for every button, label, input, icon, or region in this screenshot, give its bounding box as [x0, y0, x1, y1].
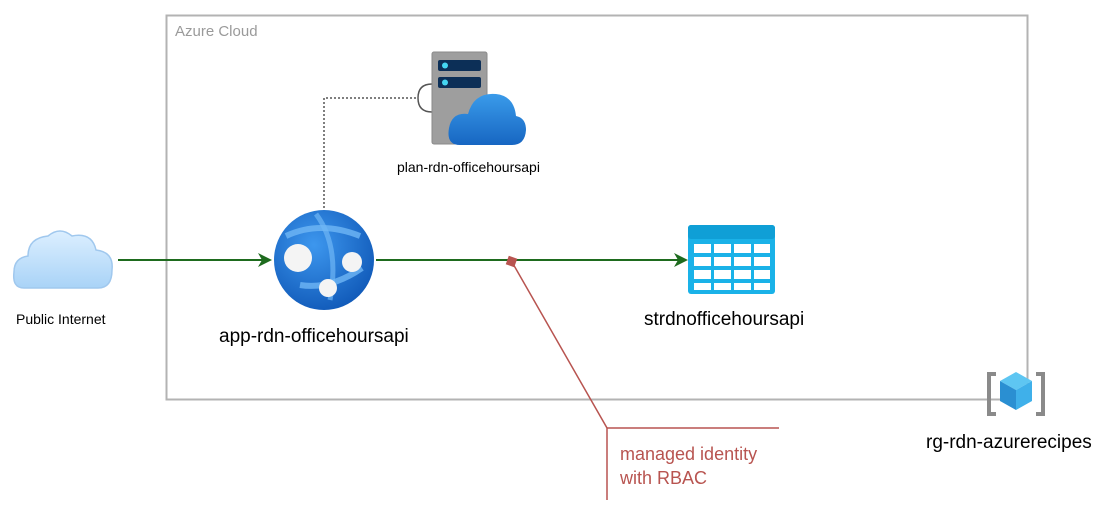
plan-connector-line — [323, 97, 418, 208]
arrow-app-to-storage — [376, 253, 688, 267]
azure-cloud-title: Azure Cloud — [175, 23, 258, 40]
storage-table-icon — [688, 225, 775, 294]
web-app-label: app-rdn-officehoursapi — [219, 326, 409, 347]
azure-cloud-container — [165, 14, 1029, 401]
arrow-internet-to-app — [118, 253, 272, 267]
public-internet-cloud-icon — [12, 230, 113, 289]
managed-identity-label: managed identity with RBAC — [620, 444, 758, 488]
storage-account-label: strdnofficehoursapi — [644, 309, 805, 330]
app-service-plan-icon — [431, 51, 526, 145]
plan-connector-bracket — [417, 83, 433, 113]
app-service-plan-label: plan-rdn-officehoursapi — [397, 159, 540, 175]
web-app-globe-icon — [274, 210, 374, 310]
public-internet-label: Public Internet — [16, 311, 106, 327]
managed-identity-callout — [505, 255, 779, 500]
resource-group-icon — [987, 372, 1045, 416]
resource-group-label: rg-rdn-azurerecipes — [926, 432, 1092, 453]
